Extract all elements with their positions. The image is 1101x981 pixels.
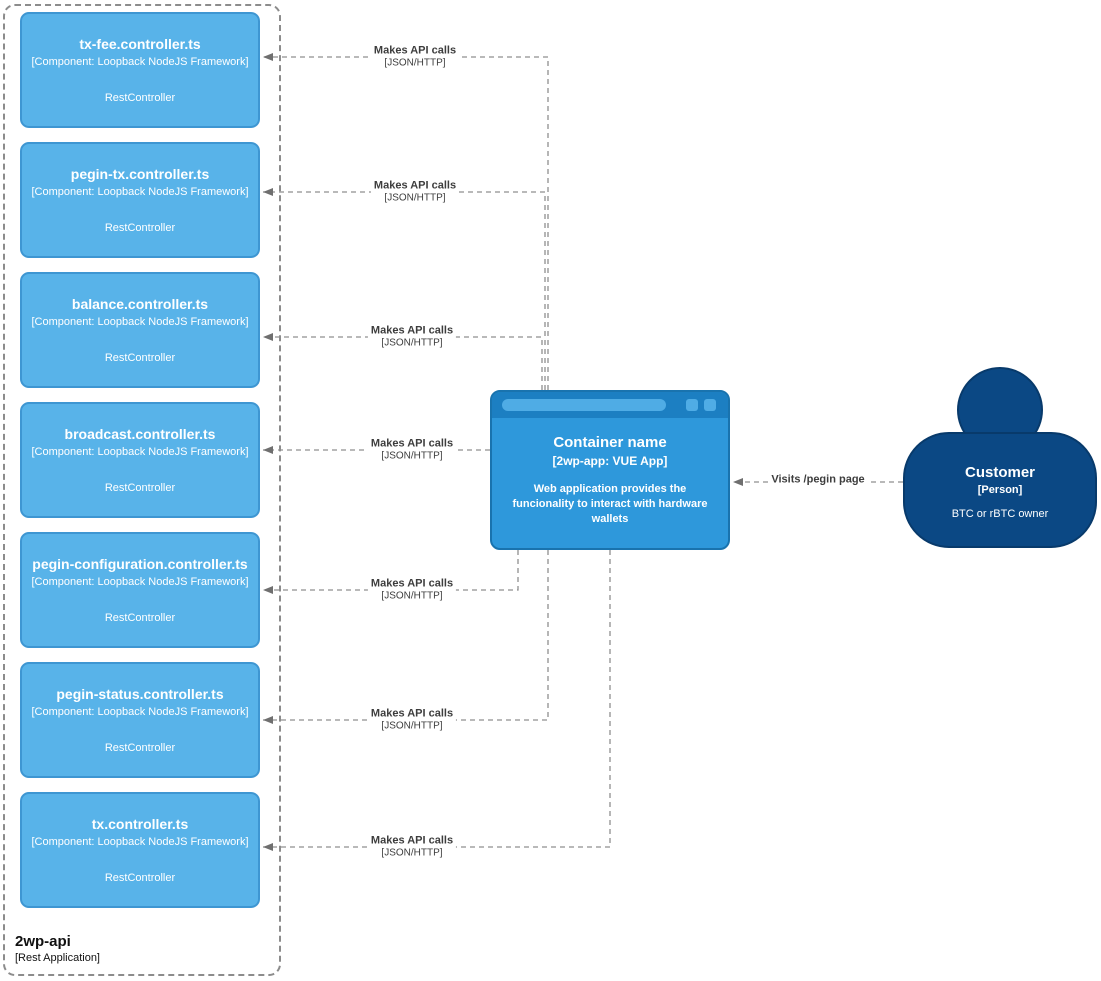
- container-content: Container name [2wp-app: VUE App] Web ap…: [492, 418, 728, 548]
- person-customer[interactable]: Customer [Person] BTC or rBTC owner: [903, 432, 1097, 548]
- edge-label-visits-pegin-page: Visits /pegin page: [768, 473, 868, 487]
- component-title: balance.controller.ts: [71, 295, 209, 312]
- component-meta: [Component: Loopback NodeJS Framework]: [31, 186, 249, 199]
- component-role: RestController: [104, 742, 176, 755]
- container-subtitle: [2wp-app: VUE App]: [552, 454, 668, 468]
- relationship-label: Makes API calls: [370, 577, 454, 590]
- component-tx-fee-controller[interactable]: tx-fee.controller.ts [Component: Loopbac…: [20, 12, 260, 128]
- container-2wp-app[interactable]: Container name [2wp-app: VUE App] Web ap…: [490, 390, 730, 550]
- edge-label-api-calls-7: Makes API calls [JSON/HTTP]: [367, 834, 457, 860]
- component-role: RestController: [104, 222, 176, 235]
- component-meta: [Component: Loopback NodeJS Framework]: [31, 576, 249, 589]
- component-balance-controller[interactable]: balance.controller.ts [Component: Loopba…: [20, 272, 260, 388]
- component-meta: [Component: Loopback NodeJS Framework]: [31, 836, 249, 849]
- edge-label-api-calls-6: Makes API calls [JSON/HTTP]: [367, 707, 457, 733]
- relationship-technology: [JSON/HTTP]: [381, 720, 443, 732]
- relationship-label: Visits /pegin page: [771, 473, 865, 486]
- edge-label-api-calls-1: Makes API calls [JSON/HTTP]: [370, 44, 460, 70]
- component-title: tx-fee.controller.ts: [79, 35, 201, 52]
- relationship-label: Makes API calls: [370, 437, 454, 450]
- component-meta: [Component: Loopback NodeJS Framework]: [31, 446, 249, 459]
- relationship-technology: [JSON/HTTP]: [381, 337, 443, 349]
- component-title: pegin-status.controller.ts: [56, 685, 224, 702]
- component-meta: [Component: Loopback NodeJS Framework]: [31, 316, 249, 329]
- component-role: RestController: [104, 482, 176, 495]
- component-broadcast-controller[interactable]: broadcast.controller.ts [Component: Loop…: [20, 402, 260, 518]
- component-title: tx.controller.ts: [91, 815, 189, 832]
- component-role: RestController: [104, 92, 176, 105]
- relationship-label: Makes API calls: [373, 179, 457, 192]
- browser-button-icon: [686, 399, 698, 411]
- component-title: broadcast.controller.ts: [64, 425, 216, 442]
- component-role: RestController: [104, 352, 176, 365]
- browser-address-bar: [502, 399, 666, 411]
- component-pegin-status-controller[interactable]: pegin-status.controller.ts [Component: L…: [20, 662, 260, 778]
- component-title: pegin-configuration.controller.ts: [32, 555, 248, 572]
- component-role: RestController: [104, 612, 176, 625]
- relationship-technology: [JSON/HTTP]: [381, 450, 443, 462]
- relationship-technology: [JSON/HTTP]: [384, 57, 446, 69]
- edge-label-api-calls-4: Makes API calls [JSON/HTTP]: [367, 437, 457, 463]
- relationship-label: Makes API calls: [373, 44, 457, 57]
- person-name: Customer: [964, 464, 1035, 481]
- relationship-technology: [JSON/HTTP]: [381, 590, 443, 602]
- component-pegin-tx-controller[interactable]: pegin-tx.controller.ts [Component: Loopb…: [20, 142, 260, 258]
- container-description: Web application provides the funcionalit…: [512, 483, 708, 525]
- relationship-technology: [JSON/HTTP]: [384, 192, 446, 204]
- boundary-name: 2wp-api: [15, 933, 71, 950]
- boundary-type: [Rest Application]: [15, 952, 100, 964]
- person-type: [Person]: [977, 484, 1023, 496]
- edge-label-api-calls-2: Makes API calls [JSON/HTTP]: [370, 179, 460, 205]
- relationship-label: Makes API calls: [370, 324, 454, 337]
- browser-chrome-bar: [492, 392, 728, 418]
- component-meta: [Component: Loopback NodeJS Framework]: [31, 706, 249, 719]
- component-meta: [Component: Loopback NodeJS Framework]: [31, 56, 249, 69]
- browser-button-icon: [704, 399, 716, 411]
- person-description: BTC or rBTC owner: [951, 508, 1049, 520]
- boundary-label: 2wp-api [Rest Application]: [15, 933, 100, 964]
- relationship-technology: [JSON/HTTP]: [381, 847, 443, 859]
- edge-container-to-pegin-tx: [263, 188, 546, 390]
- component-pegin-configuration-controller[interactable]: pegin-configuration.controller.ts [Compo…: [20, 532, 260, 648]
- boundary-2wp-api: 2wp-api [Rest Application]: [3, 4, 281, 976]
- edge-container-to-pegin-status: [263, 550, 549, 724]
- edge-label-api-calls-3: Makes API calls [JSON/HTTP]: [367, 324, 457, 350]
- relationship-label: Makes API calls: [370, 834, 454, 847]
- component-tx-controller[interactable]: tx.controller.ts [Component: Loopback No…: [20, 792, 260, 908]
- container-title: Container name: [553, 434, 667, 451]
- component-role: RestController: [104, 872, 176, 885]
- relationship-label: Makes API calls: [370, 707, 454, 720]
- component-title: pegin-tx.controller.ts: [70, 165, 210, 182]
- edge-label-api-calls-5: Makes API calls [JSON/HTTP]: [367, 577, 457, 603]
